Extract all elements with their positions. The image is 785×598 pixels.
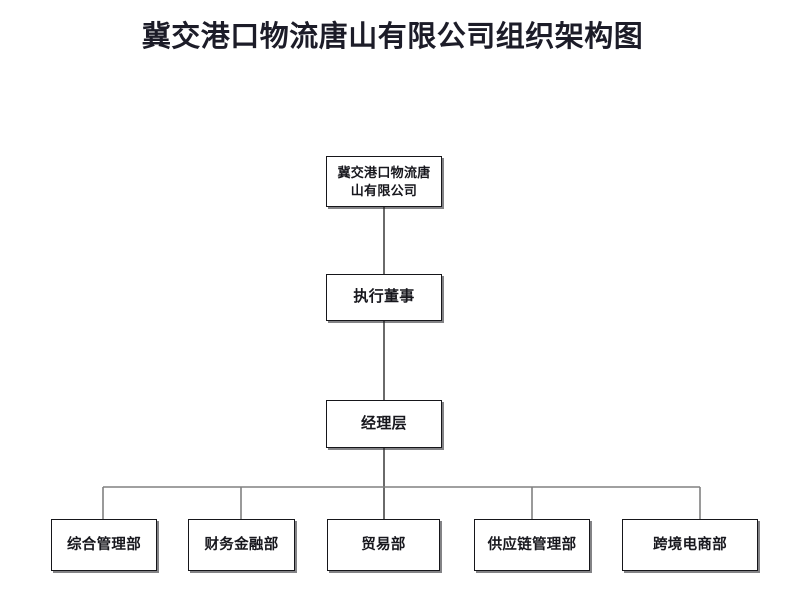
org-node-trade-dept-label: 贸易部 bbox=[361, 536, 406, 553]
org-node-cross-border-ecommerce-dept-label: 跨境电商部 bbox=[653, 536, 727, 553]
org-node-general-management-dept-label: 综合管理部 bbox=[67, 536, 141, 553]
org-node-finance-dept-label: 财务金融部 bbox=[204, 536, 279, 553]
org-node-management[interactable]: 经理层 bbox=[326, 400, 442, 448]
org-node-executive-director-label: 执行董事 bbox=[353, 289, 415, 305]
org-node-root-label: 冀交港口物流唐 山有限公司 bbox=[337, 164, 431, 198]
org-node-cross-border-ecommerce-dept[interactable]: 跨境电商部 bbox=[622, 519, 758, 571]
org-node-supply-chain-dept[interactable]: 供应链管理部 bbox=[474, 519, 590, 571]
org-node-trade-dept[interactable]: 贸易部 bbox=[327, 519, 440, 571]
org-node-finance-dept[interactable]: 财务金融部 bbox=[188, 519, 295, 571]
org-node-executive-director[interactable]: 执行董事 bbox=[326, 274, 442, 321]
page-title: 冀交港口物流唐山有限公司组织架构图 bbox=[141, 21, 644, 53]
org-node-supply-chain-dept-label: 供应链管理部 bbox=[487, 536, 577, 553]
org-node-root[interactable]: 冀交港口物流唐 山有限公司 bbox=[326, 156, 442, 207]
org-node-management-label: 经理层 bbox=[361, 415, 407, 432]
org-node-general-management-dept[interactable]: 综合管理部 bbox=[51, 519, 157, 571]
